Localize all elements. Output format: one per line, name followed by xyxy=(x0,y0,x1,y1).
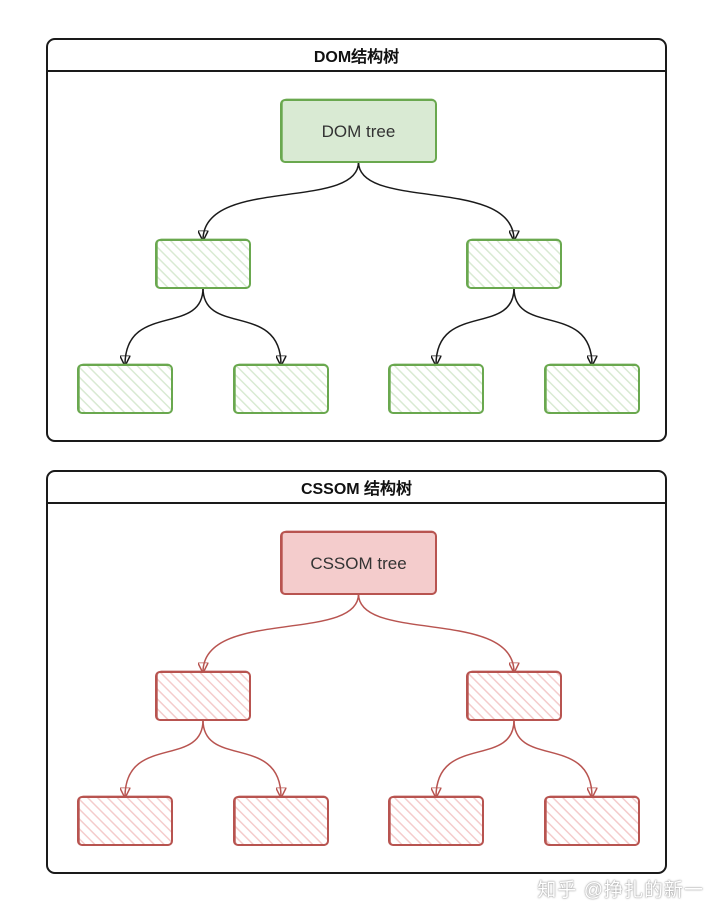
cssom-child-1-edge-1 xyxy=(125,719,204,797)
dom-child-2-edge-2 xyxy=(513,287,592,365)
dom-child-node-2 xyxy=(466,238,562,289)
cssom-tree-diagram: CSSOM tree xyxy=(77,530,640,846)
cssom-root-edge-2 xyxy=(357,593,515,672)
cssom-tree-panel: CSSOM 结构树 CSSOM tree xyxy=(46,470,667,874)
dom-root-edge-1 xyxy=(203,161,360,240)
cssom-child-1-edge-2 xyxy=(202,719,281,797)
dom-tree-diagram: DOM tree xyxy=(77,98,640,414)
cssom-grandchild-node-3 xyxy=(388,795,484,846)
dom-grandchild-node-4 xyxy=(544,363,640,414)
dom-tree-panel: DOM结构树 DOM tree xyxy=(46,38,667,442)
cssom-child-node-2 xyxy=(466,670,562,721)
cssom-root-node: CSSOM tree xyxy=(280,530,437,595)
dom-child-node-1 xyxy=(155,238,251,289)
dom-child-1-edge-1 xyxy=(125,287,204,365)
cssom-child-2-edge-2 xyxy=(513,719,592,797)
cssom-root-label: CSSOM tree xyxy=(310,554,406,573)
cssom-root-edge-1 xyxy=(203,593,360,672)
dom-grandchild-node-2 xyxy=(233,363,329,414)
dom-grandchild-node-1 xyxy=(77,363,173,414)
dom-root-label: DOM tree xyxy=(322,122,396,141)
cssom-grandchild-node-2 xyxy=(233,795,329,846)
cssom-child-node-1 xyxy=(155,670,251,721)
dom-root-node: DOM tree xyxy=(280,98,437,163)
dom-root-edge-2 xyxy=(357,161,515,240)
dom-grandchild-node-3 xyxy=(388,363,484,414)
dom-child-1-edge-2 xyxy=(202,287,281,365)
cssom-panel-title: CSSOM 结构树 xyxy=(48,472,665,504)
cssom-grandchild-node-4 xyxy=(544,795,640,846)
dom-child-2-edge-1 xyxy=(436,287,515,365)
dom-panel-title: DOM结构树 xyxy=(48,40,665,72)
watermark-text: 知乎 @挣扎的新一 xyxy=(537,880,704,901)
cssom-grandchild-node-1 xyxy=(77,795,173,846)
cssom-child-2-edge-1 xyxy=(436,719,515,797)
